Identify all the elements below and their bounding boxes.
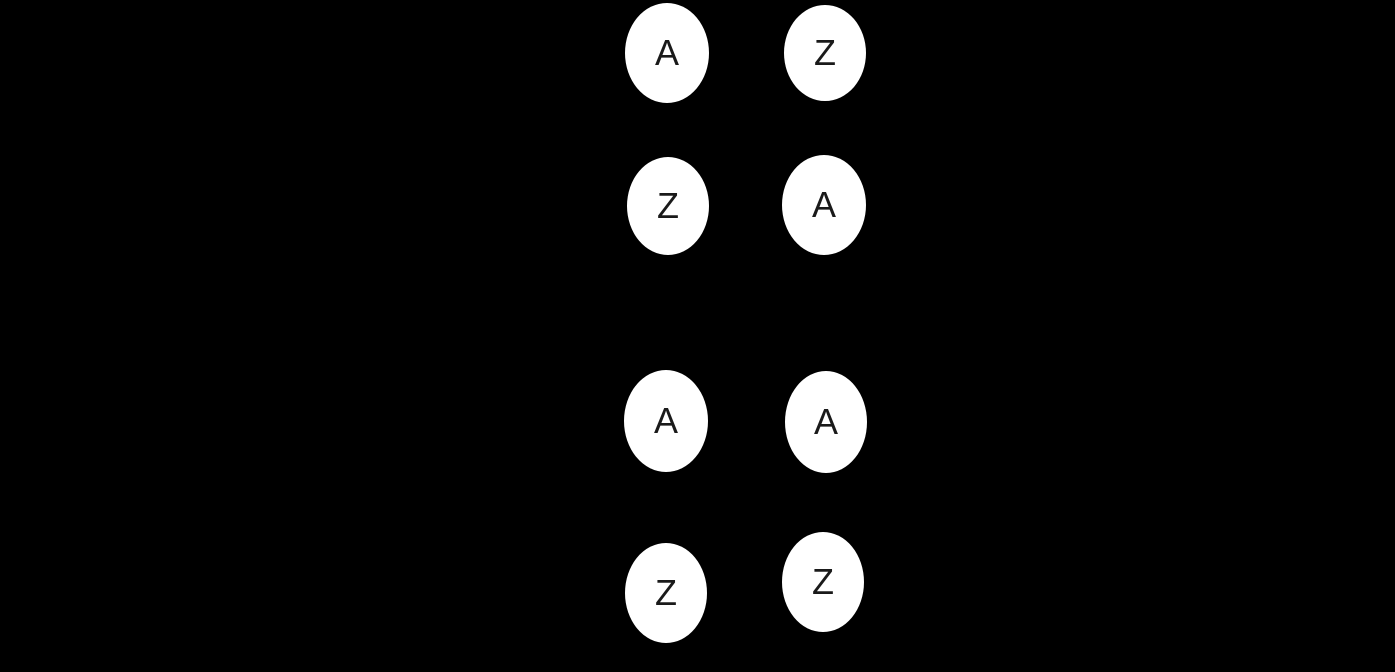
node-label: Z [657,185,679,226]
ellipse-node: A [782,155,866,255]
ellipse-node: A [625,3,709,103]
node-label: A [813,401,838,442]
node-label: Z [655,572,677,613]
ellipse-node: Z [627,157,709,255]
ellipse-node: A [785,371,867,473]
node-label: Z [812,561,834,602]
ellipse-node: A [624,370,708,472]
node-label: A [653,400,678,441]
node-label: A [811,184,836,225]
ellipse-node: Z [784,5,866,101]
ellipse-node: Z [782,532,864,632]
node-label: Z [814,32,836,73]
node-label: A [654,32,679,73]
ellipse-node: Z [625,543,707,643]
